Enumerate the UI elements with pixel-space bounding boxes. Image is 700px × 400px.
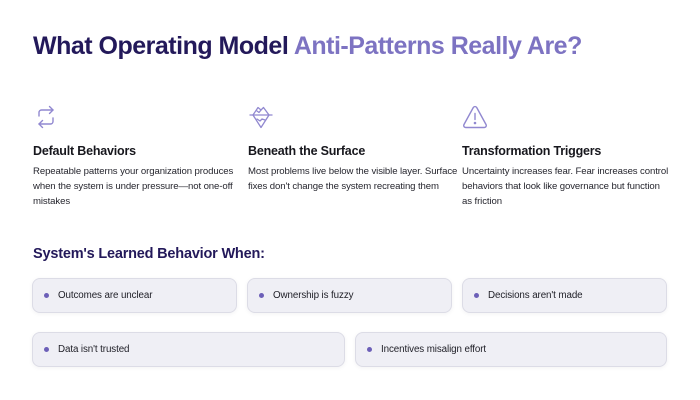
repeat-arrows-icon xyxy=(38,105,54,129)
bullet-icon xyxy=(367,347,372,352)
feature-title: Default Behaviors xyxy=(33,144,136,158)
bullet-icon xyxy=(44,347,49,352)
warning-triangle-icon xyxy=(463,105,487,129)
behavior-card-label: Ownership is fuzzy xyxy=(273,290,354,301)
behavior-card: Incentives misalign effort xyxy=(355,332,667,367)
feature-title: Beneath the Surface xyxy=(248,144,366,158)
feature-title: Transformation Triggers xyxy=(462,144,602,158)
page-title: What Operating Model Anti-Patterns Reall… xyxy=(33,32,582,61)
bullet-icon xyxy=(474,293,479,298)
bullet-icon xyxy=(259,293,264,298)
feature-description: Repeatable patterns your organization pr… xyxy=(33,166,234,207)
behavior-card: Decisions aren't made xyxy=(462,278,667,313)
behavior-card: Data isn't trusted xyxy=(32,332,345,367)
feature-description: Most problems live below the visible lay… xyxy=(248,166,458,192)
iceberg-icon xyxy=(249,106,273,129)
behavior-card: Ownership is fuzzy xyxy=(247,278,452,313)
learned-behavior-heading: System's Learned Behavior When: xyxy=(33,246,265,262)
behavior-card-label: Data isn't trusted xyxy=(58,344,130,355)
feature-transformation-triggers: Transformation Triggers Uncertainty incr… xyxy=(462,104,672,209)
page-title-main: What Operating Model xyxy=(33,32,289,60)
feature-default-behaviors: Default Behaviors Repeatable patterns yo… xyxy=(33,104,243,209)
feature-beneath-surface: Beneath the Surface Most problems live b… xyxy=(248,104,458,194)
behavior-card-label: Incentives misalign effort xyxy=(381,344,487,355)
page-title-accent: Anti-Patterns Really Are? xyxy=(293,32,583,60)
feature-description: Uncertainty increases fear. Fear increas… xyxy=(462,166,669,207)
behavior-card: Outcomes are unclear xyxy=(32,278,237,313)
behavior-card-label: Decisions aren't made xyxy=(488,290,583,301)
behavior-card-label: Outcomes are unclear xyxy=(58,290,153,301)
bullet-icon xyxy=(44,293,49,298)
